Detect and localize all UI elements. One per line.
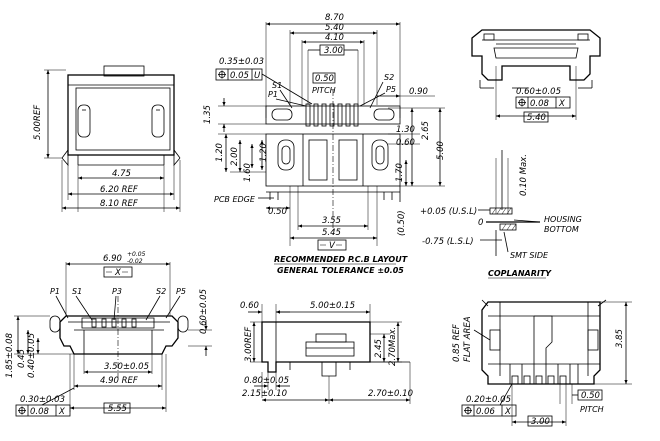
- dim-5-45: 5.45: [322, 228, 341, 238]
- label-pcb-edge: PCB EDGE: [214, 195, 256, 204]
- dim-3-00-box: 3.00: [324, 46, 343, 56]
- label-p3-front: P3: [112, 287, 122, 296]
- dim-2-45: 2.45: [374, 339, 384, 358]
- dim-0-50-br: 0.50: [581, 391, 600, 401]
- datum-x-front: X: [114, 268, 121, 278]
- gtol-0-05: 0.05: [230, 71, 249, 81]
- dim-3-55: 3.55: [322, 216, 341, 226]
- dim-1-70: 1.70: [395, 163, 405, 182]
- tol-6-90-dn: -0.02: [127, 258, 143, 265]
- caption-general-tolerance: GENERAL TOLERANCE ±0.05: [277, 266, 404, 275]
- dim-height-ref: 5.00REF: [33, 105, 43, 140]
- dim-1-85: 1.85±0.08: [5, 332, 15, 378]
- label-p1: P1: [268, 90, 278, 99]
- label-bottom: BOTTOM: [544, 225, 579, 234]
- caption-coplanarity: COPLANARITY: [488, 269, 552, 278]
- dim-0-50b: 0.50: [268, 207, 287, 217]
- dim-6-20-ref: 6.20 REF: [100, 185, 138, 195]
- dim-1-30: 1.30: [396, 125, 415, 135]
- dim-0-60-right: 0.60±0.05: [199, 289, 209, 334]
- label-lsl: -0.75 (L.S.L): [422, 237, 474, 247]
- label-zero: 0: [478, 218, 483, 228]
- label-p5: P5: [386, 85, 396, 94]
- top-left-view: 5.00REF 4.75 6.20 REF 8.10 REF: [33, 65, 181, 212]
- label-housing: HOUSING: [544, 215, 582, 224]
- label-s1-front: S1: [72, 287, 82, 296]
- dim-5-00-side: 5.00±0.15: [310, 301, 355, 311]
- label-s2-front: S2: [156, 287, 166, 296]
- dim-0-60: 0.60: [396, 138, 415, 148]
- dim-0-45: 0.45: [17, 349, 27, 368]
- label-p1-front: P1: [50, 287, 60, 296]
- front-pins: [91, 318, 137, 328]
- tol-6-90-up: +0.05: [127, 251, 146, 258]
- label-pitch: PITCH: [312, 86, 336, 95]
- dim-0-50-box: 0.50: [315, 74, 334, 84]
- gtol-0-06: 0.06: [476, 407, 496, 417]
- side-view: 0.60 5.00±0.15 3.00REF 2.45 2.70Max. 0.8…: [240, 301, 413, 404]
- dim-3-00-br: 3.00: [531, 417, 550, 427]
- dim-0-90: 0.90: [409, 87, 428, 97]
- tol-0-60: 0.60±0.05: [516, 87, 561, 97]
- label-flat-area: FLAT AREA: [463, 316, 473, 362]
- tol-0-20: 0.20±0.05: [466, 395, 511, 405]
- dim-4-75: 4.75: [112, 169, 131, 179]
- dim-2-70-max: 2.70Max.: [388, 327, 398, 366]
- datum-x-front2: X: [58, 407, 65, 417]
- label-s1: S1: [272, 81, 282, 90]
- label-usl: +0.05 (U.S.L): [420, 207, 477, 217]
- dim-5-40-top: 5.40: [527, 113, 546, 123]
- dim-8-70: 8.70: [325, 13, 344, 23]
- tol-0-30: 0.30±0.03: [20, 395, 65, 405]
- coplanarity-view: 0.10 Max. +0.05 (U.S.L) 0 -0.75 (L.S.L) …: [420, 150, 582, 279]
- pcb-layout-view: 8.70 5.40 4.10 3.00 0.35±0.03 0.05 U 0.5…: [203, 13, 446, 275]
- dim-5-00: 5.00: [436, 141, 446, 160]
- dim-0-60-side: 0.60: [240, 301, 259, 311]
- dim-1-60: 1.60: [243, 163, 253, 182]
- label-s2: S2: [384, 73, 394, 82]
- datum-x-top: X: [558, 99, 565, 109]
- caption-pcb-layout: RECOMMENDED P.C.B LAYOUT: [274, 255, 408, 264]
- dim-2-15: 2.15±0.10: [242, 389, 287, 399]
- dim-3-85: 3.85: [615, 329, 625, 348]
- dim-1-20b: 1.20: [259, 143, 269, 162]
- gtol-0-08-front: 0.08: [30, 407, 50, 417]
- dim-1-20a: 1.20: [215, 143, 225, 162]
- datum-v: V: [329, 241, 336, 251]
- gtol-0-08-top: 0.08: [530, 99, 550, 109]
- dim-8-10-ref: 8.10 REF: [100, 199, 138, 209]
- dim-0-10-max: 0.10 Max.: [519, 154, 529, 196]
- dim-0-40: 0.40±0.05: [27, 333, 37, 378]
- dim-1-35: 1.35: [203, 105, 213, 124]
- label-pitch-br: PITCH: [580, 405, 604, 414]
- dim-3-50: 3.50±0.05: [104, 362, 149, 372]
- datum-x-bottom: X: [504, 407, 511, 417]
- dim-6-90: 6.90: [103, 254, 122, 264]
- dim-2-00: 2.00: [230, 147, 240, 166]
- pad-row: [305, 103, 359, 127]
- dim-4-10: 4.10: [325, 33, 344, 43]
- dim-2-70-side: 2.70±0.10: [368, 389, 413, 399]
- bottom-right-view: 0.85 REF FLAT AREA 3.85 0.20±0.05 0.06 X…: [452, 299, 632, 427]
- top-right-view: 0.60±0.05 0.08 X 5.40: [471, 29, 601, 123]
- label-0-85-ref: 0.85 REF: [452, 324, 462, 362]
- dim-5-40: 5.40: [325, 23, 344, 33]
- label-smt-side: SMT SIDE: [510, 251, 549, 260]
- dim-0-80-side: 0.80±0.05: [244, 376, 289, 386]
- front-view: 6.90 +0.05 -0.02 X P1 S1 P3 S2 P5: [5, 251, 212, 417]
- dim-2-65: 2.65: [421, 121, 431, 140]
- dim-0-50-paren: (0.50): [397, 210, 407, 236]
- dim-3-00-ref-side: 3.00REF: [244, 327, 254, 362]
- datum-u: U: [254, 71, 261, 81]
- dim-5-55: 5.55: [108, 404, 127, 414]
- tol-0-35: 0.35±0.03: [219, 57, 264, 67]
- label-p5-front: P5: [176, 287, 186, 296]
- dim-4-90-ref: 4.90 REF: [100, 376, 138, 386]
